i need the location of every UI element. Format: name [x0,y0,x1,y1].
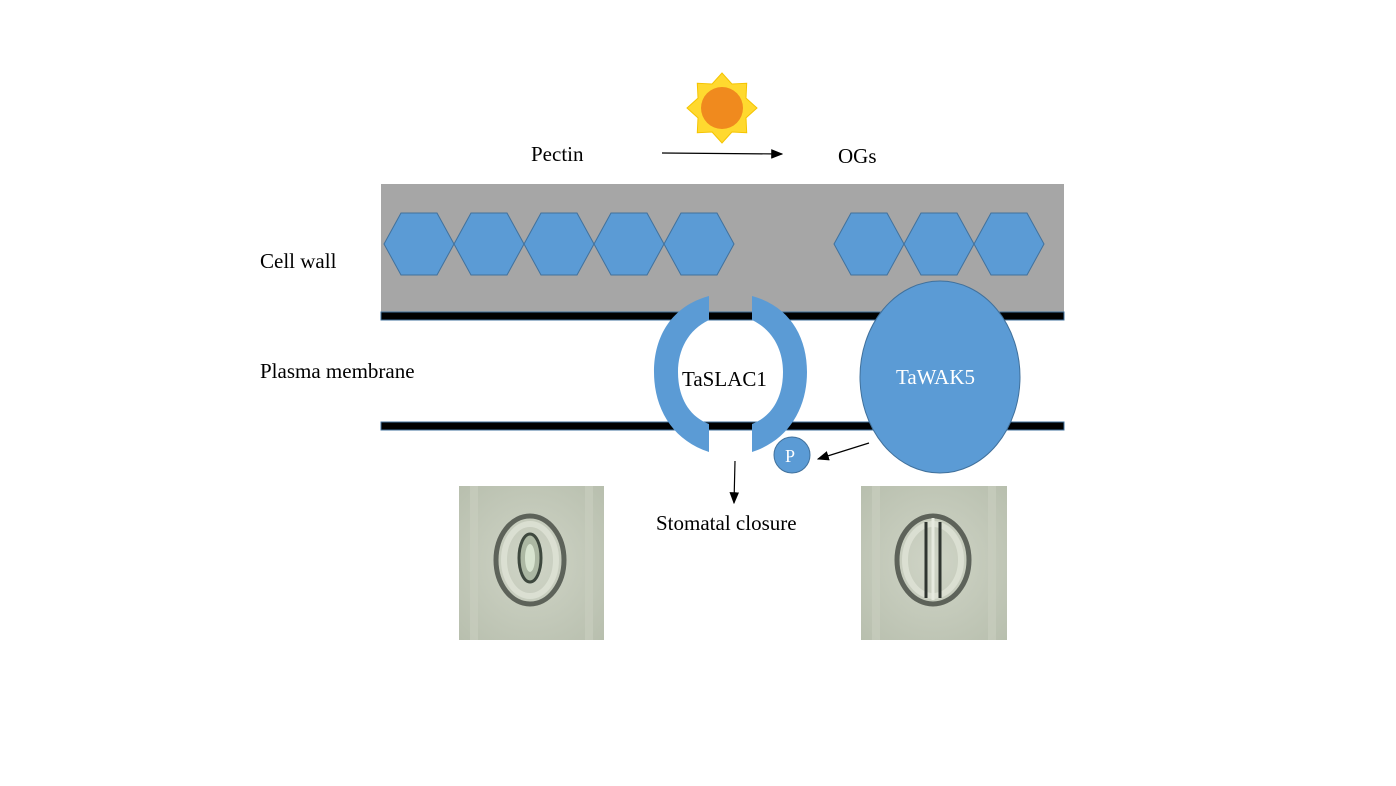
phosphorylation-arrow [816,442,870,461]
membrane-inner-line [380,421,1065,431]
stomata-closed-micrograph [861,486,1007,640]
sun-icon [686,72,758,144]
pectin-chain [383,212,735,276]
cell-wall-label: Cell wall [260,249,337,273]
og-fragments [833,212,1045,276]
plasma-membrane-label: Plasma membrane [260,359,415,383]
taslac1-channel [654,296,807,452]
degradation-arrow [661,149,784,159]
phosphate-group [773,436,811,474]
hexagon-unit [973,212,1045,276]
closure-arrow [729,460,740,505]
taslac1-label: TaSLAC1 [682,367,767,391]
stomatal-closure-label: Stomatal closure [656,511,797,535]
hexagon-unit [663,212,735,276]
stomata-open-micrograph [459,486,604,640]
pectin-label: Pectin [531,142,584,166]
membrane-outer-line [380,311,1065,321]
phosphate-label: P [785,446,795,466]
ogs-label: OGs [838,144,877,168]
tawak5-label: TaWAK5 [896,365,975,389]
tawak5-kinase [859,280,1021,474]
